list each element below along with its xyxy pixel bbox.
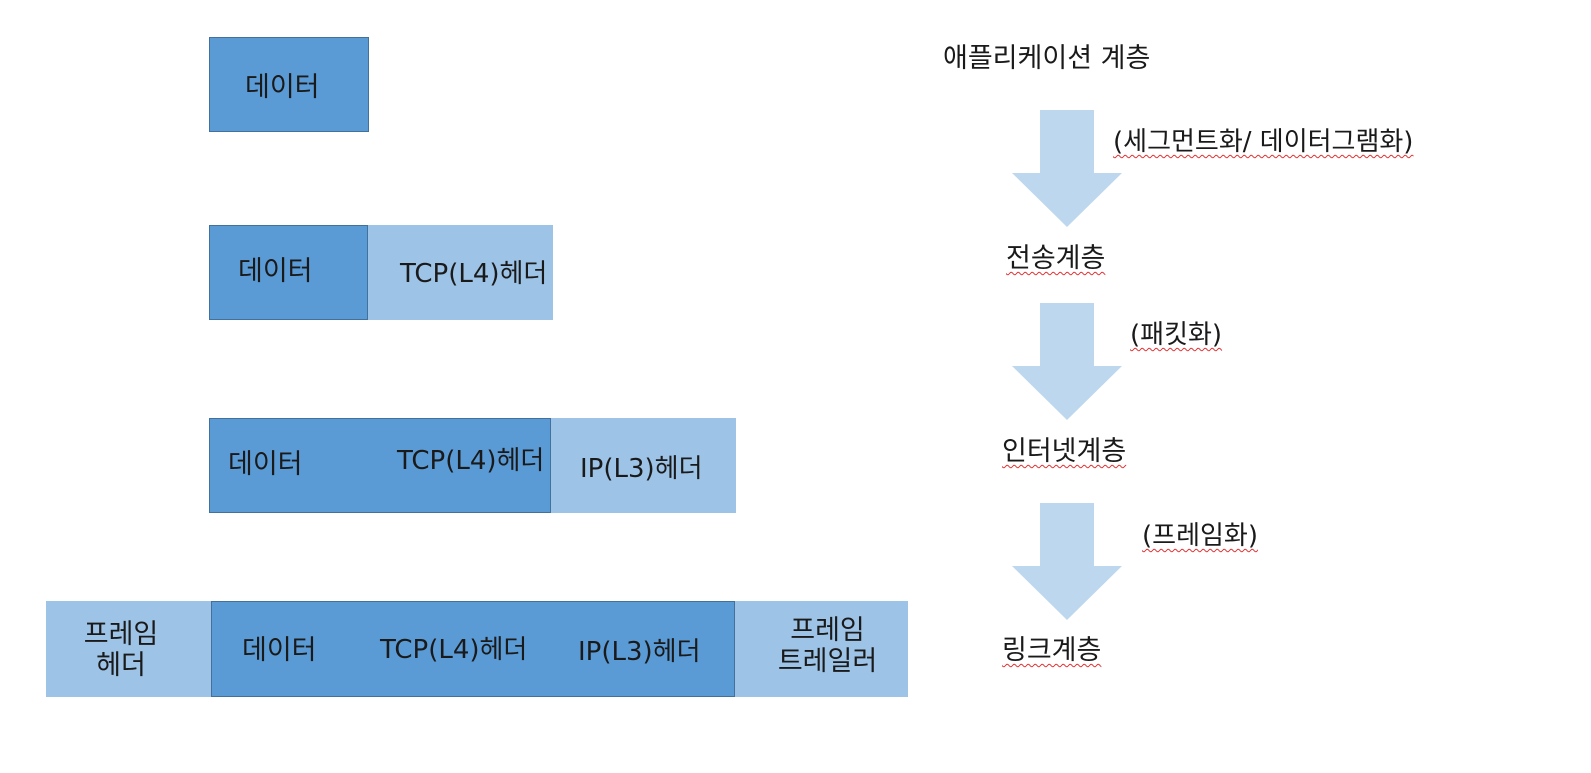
down-arrow-icon <box>1012 303 1122 420</box>
row4-data-label: 데이터 <box>242 635 317 666</box>
row4-frame-trailer-line2: 트레일러 <box>777 646 878 677</box>
row4-frame-trailer-label: 프레임 트레일러 <box>755 615 900 677</box>
application-layer-label: 애플리케이션 계층 <box>943 43 1151 74</box>
row2-data-label: 데이터 <box>238 256 313 287</box>
packetization-process-label: (패킷화) <box>1130 320 1223 350</box>
link-layer-label: 링크계층 <box>1002 635 1102 666</box>
row4-frame-header-block <box>46 601 212 697</box>
row3-data-block <box>209 418 551 513</box>
internet-layer-label: 인터넷계층 <box>1002 436 1127 467</box>
row1-data-label: 데이터 <box>245 72 320 103</box>
transport-layer-label: 전송계층 <box>1006 243 1106 274</box>
row4-frame-header-label: 프레임 헤더 <box>46 619 196 681</box>
row4-frame-trailer-block <box>735 601 908 697</box>
row3-ip-header-block <box>551 418 736 513</box>
row4-data-block <box>211 601 735 697</box>
row4-frame-trailer-line1: 프레임 <box>790 615 865 646</box>
segmentation-process-label: (세그먼트화/ 데이터그램화) <box>1113 127 1414 157</box>
row2-tcp-header-label: TCP(L4)헤더 <box>400 259 548 289</box>
row4-tcp-header-label: TCP(L4)헤더 <box>380 635 528 665</box>
row2-data-block <box>209 225 368 320</box>
row3-data-label: 데이터 <box>228 449 303 480</box>
row4-frame-header-line2: 헤더 <box>96 650 146 681</box>
row2-tcp-header-block <box>368 225 553 320</box>
row4-ip-header-label: IP(L3)헤더 <box>578 637 701 667</box>
row1-data-block <box>209 37 369 132</box>
down-arrow-icon <box>1012 503 1122 620</box>
down-arrow-icon <box>1012 110 1122 227</box>
row3-tcp-header-label: TCP(L4)헤더 <box>397 446 545 476</box>
framing-process-label: (프레임화) <box>1142 521 1258 551</box>
row4-frame-header-line1: 프레임 <box>83 619 159 650</box>
row3-ip-header-label: IP(L3)헤더 <box>580 454 703 484</box>
